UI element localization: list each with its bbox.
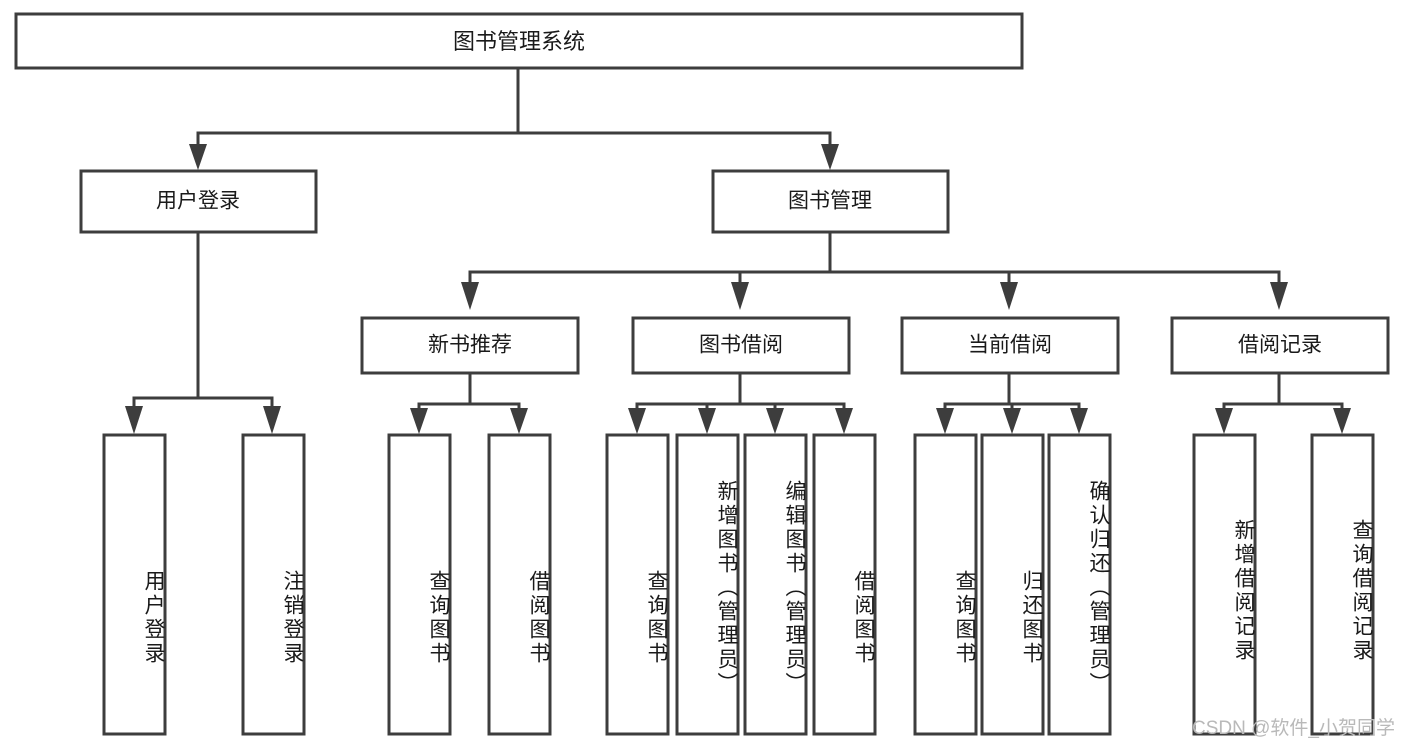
node-leaf-edit-book-box[interactable] [743,433,808,736]
arrow-head-leaf-query-book-3 [936,408,954,434]
node-current-borrow-box [900,316,1120,375]
node-leaf-query-book-1-box[interactable] [387,433,452,736]
connector-group-new-book-rec [410,371,528,434]
connector-group-borrow-record [1215,371,1351,434]
node-current-borrow[interactable]: 当前借阅 [900,316,1120,375]
arrow-head-leaf-return-book [1003,408,1021,434]
node-leaf-user-login-box[interactable] [102,433,167,736]
arrow-head-leaf-edit-book [766,408,784,434]
arrow-head-leaf-add-book [698,408,716,434]
node-leaf-return-book-box[interactable] [980,433,1045,736]
arrow-head-to-new-book-rec [461,282,479,310]
node-leaf-add-record-box[interactable] [1192,433,1257,736]
arrow-head-leaf-user-logout [263,406,281,434]
node-user-login[interactable]: 用户登录 [79,169,318,234]
arrow-head-to-book-borrow [731,282,749,310]
node-user-login-box [79,169,318,234]
node-user-login-label: 用户登录 [156,190,240,213]
node-root-box [14,12,1024,70]
node-leaf-confirm-return-box[interactable] [1047,433,1112,736]
arrow-head-leaf-add-record [1215,408,1233,434]
arrow-head-leaf-query-book-1 [410,408,428,434]
node-leaf-add-book-box[interactable] [675,433,740,736]
arrow-head-to-current-borrow [1000,282,1018,310]
node-new-book-rec-box [360,316,580,375]
node-book-manage-box [711,169,950,234]
node-book-manage[interactable]: 图书管理 [711,169,950,234]
node-leaf-query-book-3-box[interactable] [913,433,978,736]
node-book-borrow[interactable]: 图书借阅 [631,316,851,375]
arrow-head-leaf-borrow-book-2 [835,408,853,434]
arrow-head-leaf-query-record [1333,408,1351,434]
node-borrow-record[interactable]: 借阅记录 [1170,316,1390,375]
node-leaf-query-book-2-box[interactable] [605,433,670,736]
connector-group-book-manage [461,230,1288,310]
arrow-head-leaf-query-book-2 [628,408,646,434]
arrow-head-to-borrow-record [1270,282,1288,310]
connector-group-root [189,66,839,170]
arrow-head-leaf-borrow-book-1 [510,408,528,434]
node-book-manage-label: 图书管理 [788,190,872,213]
node-root[interactable]: 图书管理系统 [14,12,1024,70]
arrow-head-leaf-user-login [125,406,143,434]
leaf-boxes [102,433,1375,736]
watermark-text: CSDN @软件_小贺同学 [1192,718,1395,739]
connector-group-user-login [125,230,281,434]
node-new-book-rec[interactable]: 新书推荐 [360,316,580,375]
node-borrow-record-box [1170,316,1390,375]
arrow-head-to-book-manage [821,144,839,170]
node-book-borrow-box [631,316,851,375]
arrow-head-leaf-confirm-return [1070,408,1088,434]
connector-group-book-borrow [628,371,853,434]
node-leaf-borrow-book-1-box[interactable] [487,433,552,736]
node-leaf-user-logout-box[interactable] [241,433,306,736]
node-book-borrow-label: 图书借阅 [699,334,783,357]
arrow-head-to-user-login [189,144,207,170]
node-new-book-rec-label: 新书推荐 [428,334,512,357]
node-current-borrow-label: 当前借阅 [968,334,1052,357]
node-leaf-query-record-box[interactable] [1310,433,1375,736]
node-root-label: 图书管理系统 [453,29,585,54]
connector-group-current-borrow [936,371,1088,434]
node-leaf-borrow-book-2-box[interactable] [812,433,877,736]
node-borrow-record-label: 借阅记录 [1238,334,1322,357]
